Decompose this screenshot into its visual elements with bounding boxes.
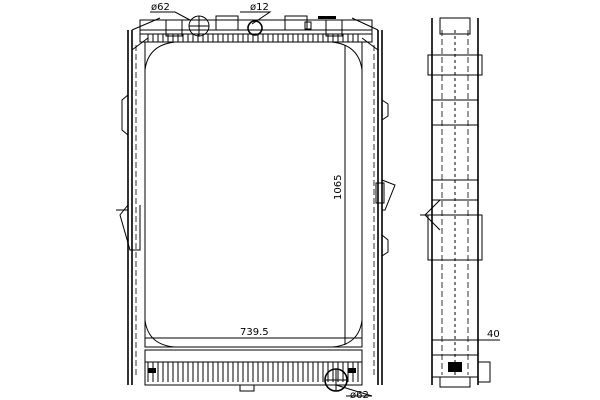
core-width-label: 739.5: [240, 327, 269, 338]
core-height-label: 1065: [333, 175, 344, 200]
top-tank: [139, 15, 373, 43]
bottom-tank: [144, 349, 363, 392]
left-mount: [116, 204, 141, 251]
radiator-core: [135, 41, 375, 375]
front-view: [116, 11, 396, 397]
left-bracket: [121, 94, 129, 136]
side-view: [420, 17, 500, 388]
right-mount: [381, 179, 396, 211]
vent-port: [247, 20, 263, 36]
depth-label: 40: [487, 329, 500, 340]
top-inlet-diameter-label: ø62: [151, 2, 170, 13]
vent-diameter-label: ø12: [250, 2, 269, 13]
bottom-outlet-diameter-label: ø62: [350, 390, 369, 400]
side-rails: [127, 30, 383, 385]
